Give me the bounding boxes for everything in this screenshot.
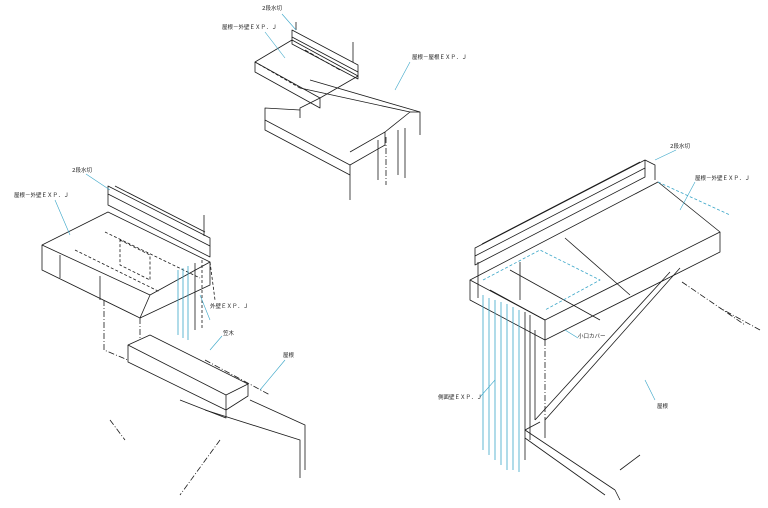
label-right-side-wall-joint: 側面壁ＥＸＰ．Ｊ (438, 395, 483, 401)
label-top-water-stop: 2段水切 (262, 6, 282, 12)
label-left-coping: 笠木 (223, 331, 235, 337)
leader-lines (54, 13, 696, 401)
label-top-roof-wall-joint: 屋根－外壁ＥＸＰ．Ｊ (222, 25, 278, 31)
left-detail (41, 185, 306, 496)
label-left-roof-wall-joint: 屋根－外壁ＥＸＰ．Ｊ (14, 193, 70, 199)
label-right-roof-wall-joint: 屋根－外壁ＥＸＰ．Ｊ (695, 176, 751, 182)
label-right-water-stop: 2段水切 (670, 144, 690, 150)
label-top-roof-roof-joint: 屋根－屋根ＥＸＰ．Ｊ (412, 55, 468, 61)
label-left-wall-joint: 外壁ＥＸＰ．Ｊ (210, 304, 249, 310)
label-right-roof: 屋根 (657, 404, 669, 410)
top-detail (254, 22, 421, 200)
label-left-water-stop: 2段水切 (72, 168, 92, 174)
label-right-edge-cover: 小口カバー (578, 334, 606, 340)
right-detail (469, 159, 761, 501)
label-left-roof: 屋根 (283, 353, 295, 359)
